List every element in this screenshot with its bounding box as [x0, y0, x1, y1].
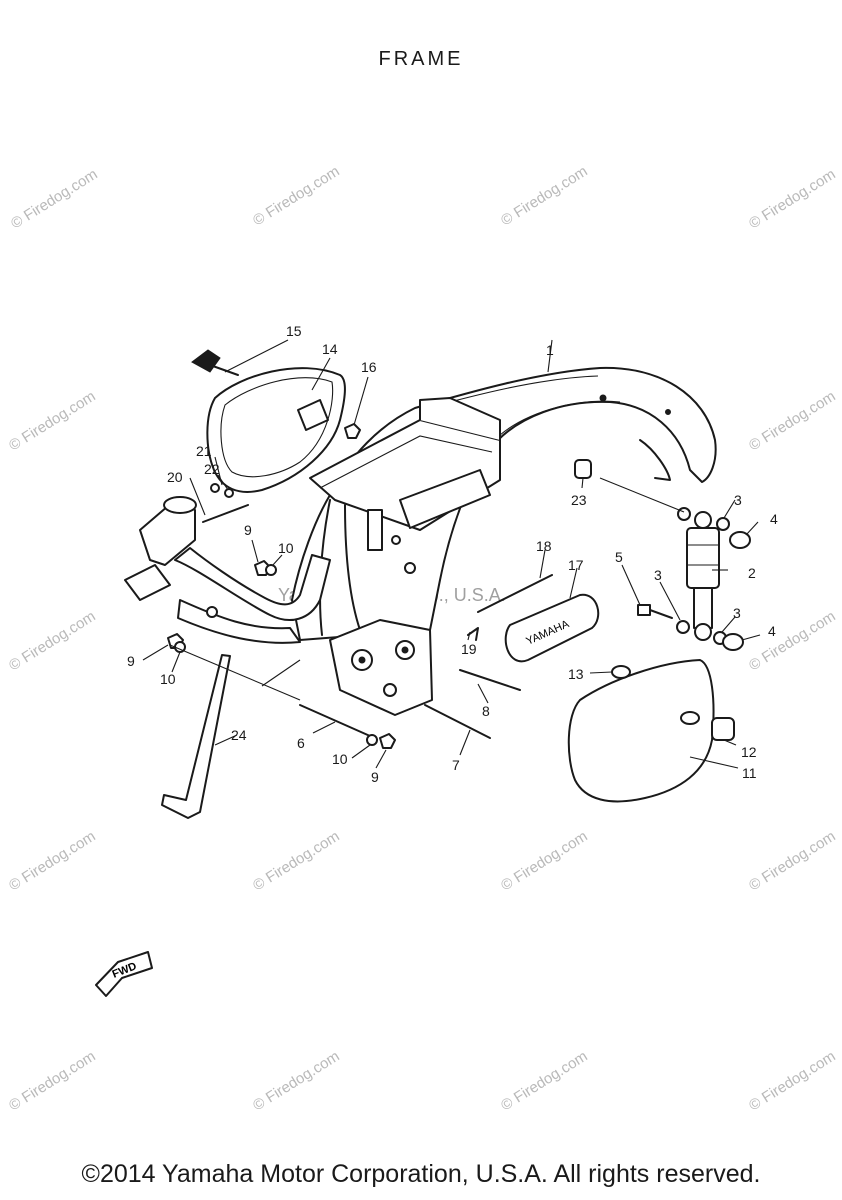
callout-number: 17: [568, 557, 584, 573]
callout-number: 14: [322, 341, 338, 357]
leader-lines: [142, 339, 761, 769]
engine-mount-plate: [329, 619, 433, 716]
callout-number: 22: [204, 461, 220, 477]
callout-number: 4: [768, 623, 776, 639]
callout-number: 3: [734, 492, 742, 508]
callout-number: 18: [536, 538, 552, 554]
through-bolt: [424, 704, 491, 739]
stay-bracket: [161, 654, 231, 819]
through-bolt: [299, 704, 371, 737]
callout-number: 10: [160, 671, 176, 687]
callout-number: 3: [654, 567, 662, 583]
cap-nut: [722, 633, 744, 651]
callout-number: 19: [461, 641, 477, 657]
clip: [467, 627, 479, 641]
fwd-arrow-icon: FWD: [95, 951, 153, 997]
nut: [344, 423, 361, 439]
side-cover-right: [567, 659, 715, 803]
bolt: [637, 604, 673, 619]
knob-bolt: [191, 349, 239, 376]
washer: [366, 734, 378, 746]
callout-number: 16: [361, 359, 377, 375]
callout-number: 8: [482, 703, 490, 719]
through-bolt: [459, 669, 521, 691]
washer: [676, 620, 690, 634]
tool-bag: YAMAHA: [504, 593, 600, 663]
callout-number: 10: [332, 751, 348, 767]
callout-number: 21: [196, 443, 212, 459]
callout-number: 4: [770, 511, 778, 527]
callout-number: 1: [546, 342, 554, 358]
o-ring: [611, 665, 631, 679]
callout-number: 9: [244, 522, 252, 538]
callout-number: 20: [167, 469, 183, 485]
callout-number: 11: [742, 765, 757, 781]
callout-number: 13: [568, 666, 584, 682]
callout-number: 6: [297, 735, 305, 751]
nut: [210, 483, 220, 493]
pivot-pin: [202, 504, 249, 523]
callout-number: 9: [127, 653, 135, 669]
grommet: [711, 717, 735, 741]
nut: [379, 733, 396, 749]
callout-number: 12: [741, 744, 757, 760]
rod: [477, 574, 553, 613]
callout-number: 23: [571, 492, 587, 508]
washer: [716, 517, 730, 531]
callout-number: 2: [748, 565, 756, 581]
callout-number: 9: [371, 769, 379, 785]
washer: [265, 564, 277, 576]
front-down-tube: [124, 496, 331, 644]
callout-number: 7: [452, 757, 460, 773]
cap-nut: [729, 531, 751, 549]
side-cover-left: [206, 367, 346, 493]
callout-number: 24: [231, 727, 247, 743]
copyright-notice: ©2014 Yamaha Motor Corporation, U.S.A. A…: [81, 1160, 761, 1188]
washer: [224, 488, 234, 498]
callouts: 1 2 3 3 3 4 4 5 6 7 8 9 9 9 10 10 10 11 …: [127, 323, 778, 785]
callout-number: 15: [286, 323, 302, 339]
callout-number: 5: [615, 549, 623, 565]
callout-number: 10: [278, 540, 294, 556]
callout-number: 3: [733, 605, 741, 621]
page-title: FRAME: [378, 48, 464, 70]
rear-shock-absorber: [686, 511, 720, 641]
grommet: [574, 459, 592, 479]
